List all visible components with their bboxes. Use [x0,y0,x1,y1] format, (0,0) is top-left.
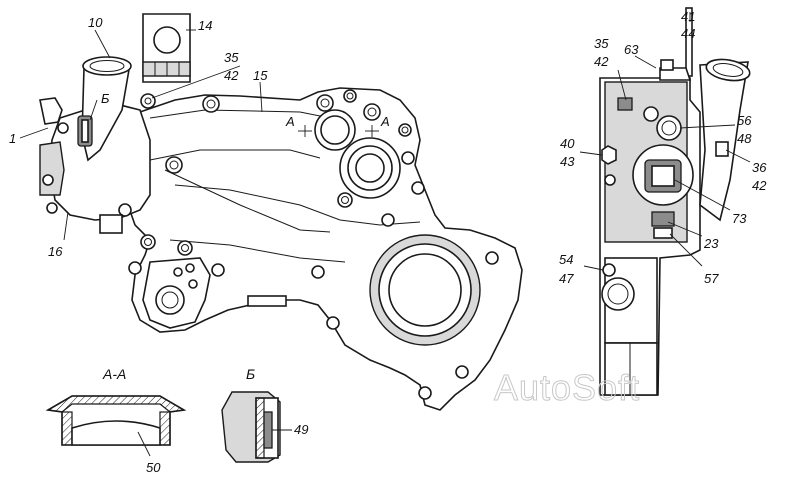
cover-bolt-bosses [128,89,499,400]
callout-63: 63 [624,42,639,57]
callout-10: 10 [88,15,103,30]
callout-43: 43 [560,154,575,169]
section-b-detail: Б [221,366,281,463]
callout-35-left: 35 [224,50,239,65]
callout-40: 40 [560,136,575,151]
leader-lines [19,12,751,457]
callout-49: 49 [294,422,308,437]
callout-42-right-mid: 42 [752,178,767,193]
callout-47: 47 [559,271,574,286]
callout-48: 48 [737,131,752,146]
side-connector [39,97,63,125]
right-side-view [599,7,751,396]
callout-57: 57 [704,271,719,286]
section-a-label-left: А [285,114,295,129]
callout-73: 73 [732,211,747,226]
callout-15: 15 [253,68,268,83]
filter-boss [339,137,401,199]
lower-pump-housing [142,257,211,329]
upper-oil-passage [314,94,381,151]
cover-rib-diag [164,169,346,263]
lifting-bracket [142,13,191,83]
front-cover-assembly [127,87,523,411]
callout-42-right-top: 42 [594,54,609,69]
callout-1: 1 [9,131,16,146]
callout-44: 44 [681,26,695,41]
crankshaft-seal-housing [369,234,481,346]
callout-42-left: 42 [224,68,239,83]
callout-56: 56 [737,113,752,128]
cover-rib-upper [149,109,331,161]
callout-50: 50 [146,460,161,475]
callout-b-marker: Б [101,91,110,106]
thermostat-housing-left [39,56,156,234]
callout-14: 14 [198,18,212,33]
callout-41: 41 [681,9,695,24]
section-marker-aa: А А [285,114,390,137]
section-b-title: Б [246,366,255,382]
callout-54: 54 [559,252,573,267]
callout-36: 36 [752,160,767,175]
watermark: AutoSoft [494,367,640,408]
section-a-label-right: А [380,114,390,129]
bottom-flange [247,295,287,307]
callout-35-right: 35 [594,36,609,51]
section-aa-detail: А-А [45,366,187,446]
callout-labels: 10 14 35 42 15 Б 1 16 50 49 41 44 35 42 … [9,9,767,475]
section-aa-title: А-А [102,366,126,382]
callout-23: 23 [703,236,719,251]
callout-16: 16 [48,244,63,259]
